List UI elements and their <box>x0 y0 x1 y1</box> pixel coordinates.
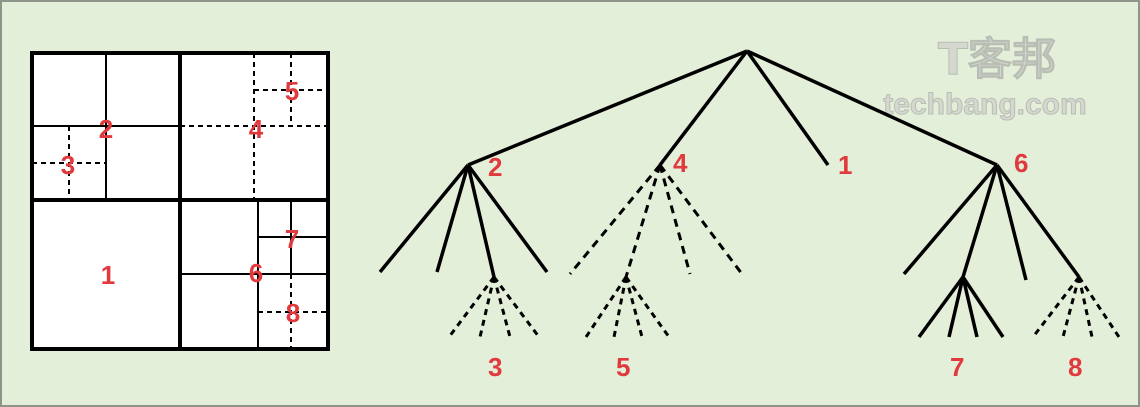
tree-label-6: 6 <box>1014 148 1028 178</box>
watermark-logo: T客邦 <box>938 34 1056 85</box>
grid-label-2: 2 <box>99 114 113 144</box>
node5-edges <box>584 276 671 338</box>
tree-label-4: 4 <box>673 148 688 178</box>
node8-edges <box>1031 276 1121 338</box>
grid-labels: 1 2 3 4 5 6 7 8 <box>61 76 300 328</box>
quadtree: 2 4 1 6 3 5 7 8 <box>378 49 1121 382</box>
grid-label-5: 5 <box>285 76 299 106</box>
node6-split <box>180 200 328 349</box>
grid-border <box>30 51 330 351</box>
node3-edges <box>447 276 541 338</box>
node6-edges <box>902 163 1081 281</box>
quadrant-bottom-left <box>32 200 180 349</box>
root-edges <box>467 49 998 167</box>
node2-split <box>32 53 180 200</box>
tree-labels: 2 4 1 6 3 5 7 8 <box>488 148 1082 382</box>
watermark-site: techbang.com <box>883 88 1086 121</box>
node2-edges <box>378 163 549 278</box>
node4-split <box>180 53 328 200</box>
node4-edges <box>568 164 744 278</box>
watermark: T客邦 techbang.com <box>883 34 1087 122</box>
grid-label-1: 1 <box>101 260 115 290</box>
node7-edges <box>917 275 1005 339</box>
node8-split <box>258 274 328 349</box>
partition-grid: 1 2 3 4 5 6 7 8 <box>30 51 330 351</box>
grid-label-7: 7 <box>285 224 299 254</box>
grid-label-3: 3 <box>61 150 75 180</box>
grid-label-6: 6 <box>249 258 263 288</box>
tree-label-1: 1 <box>838 150 852 180</box>
tree-label-7: 7 <box>950 352 964 382</box>
tree-label-3: 3 <box>488 352 502 382</box>
grid-label-8: 8 <box>286 298 300 328</box>
grid-label-4: 4 <box>249 114 264 144</box>
node3-split <box>32 126 106 200</box>
tree-label-8: 8 <box>1068 352 1082 382</box>
tree-label-5: 5 <box>616 352 630 382</box>
tree-label-2: 2 <box>488 152 502 182</box>
